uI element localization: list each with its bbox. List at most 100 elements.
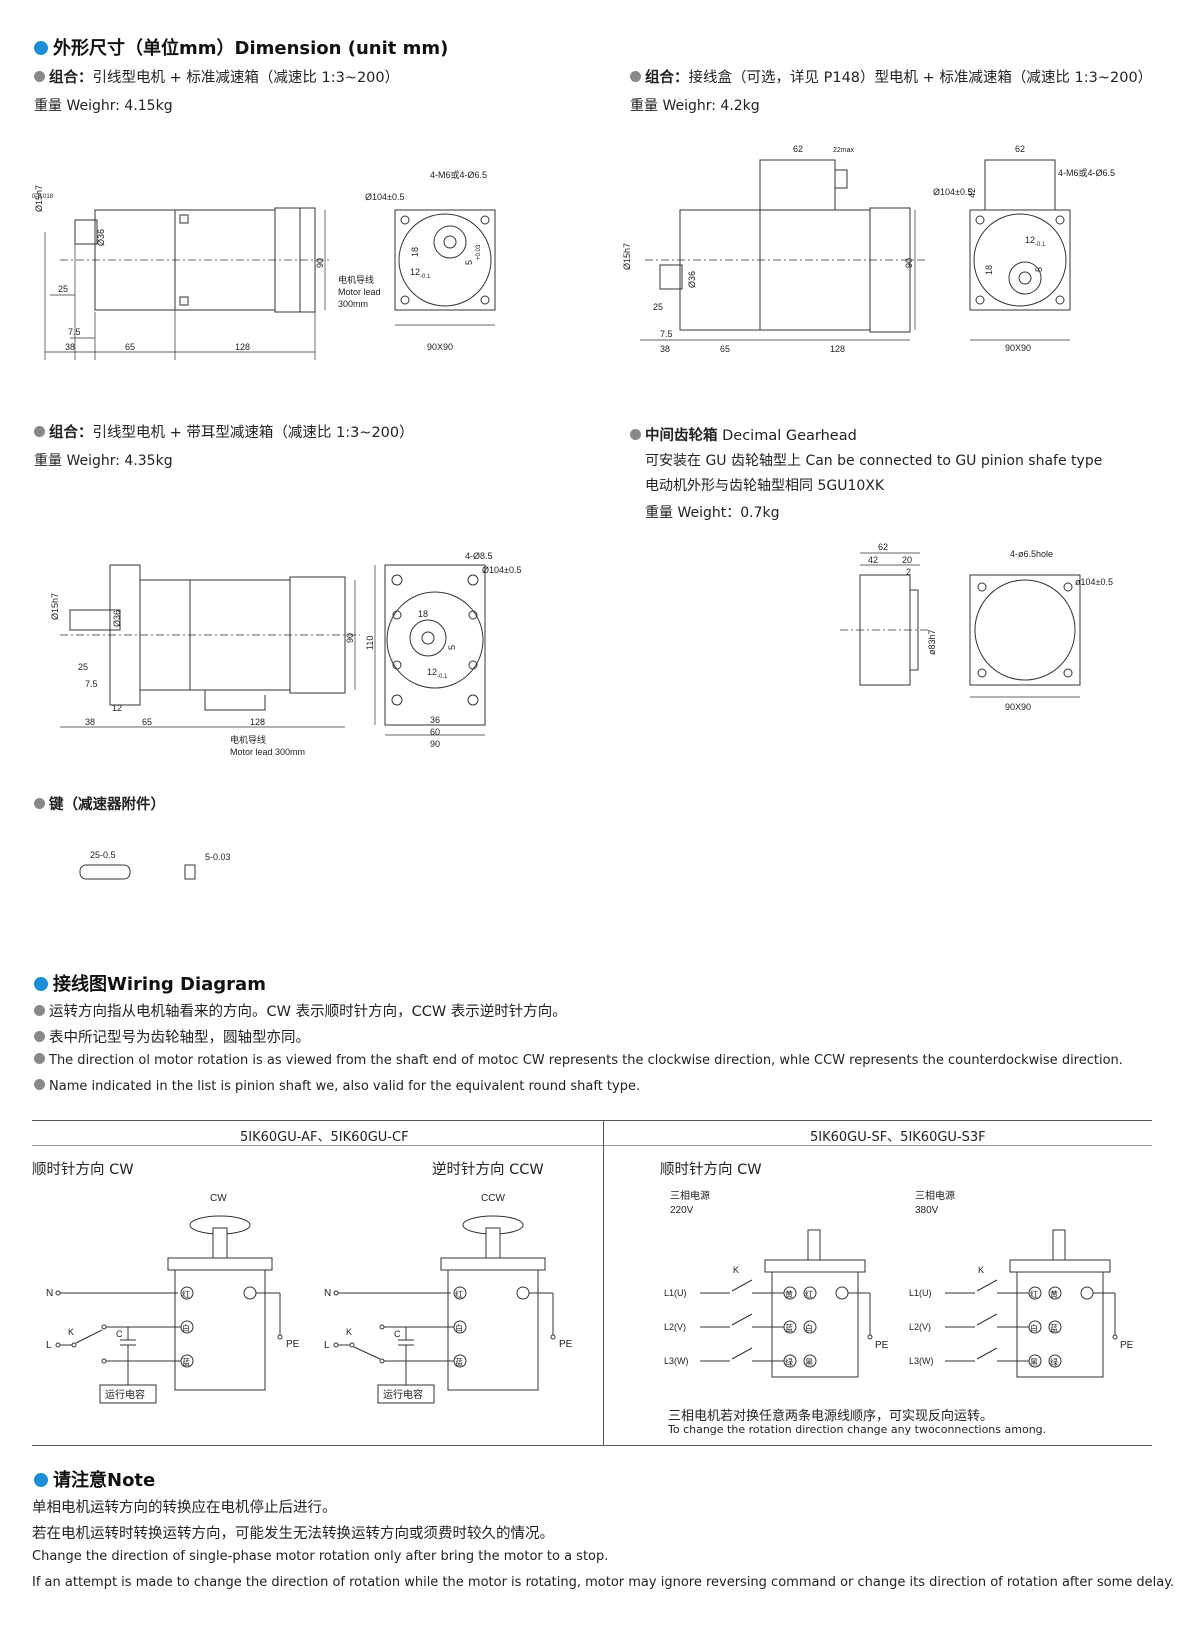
svg-text:Motor lead 300mm: Motor lead 300mm <box>230 747 305 757</box>
wiring-3ph-380: 三相电源 380V K L1(U) L2(V) L3(W) 红 黄 白 蓝 黑 … <box>909 1189 1134 1378</box>
combo2-title: 组合：接线盒（可选，详见 P148）型电机 + 标准减速箱（减速比 1:3~20… <box>630 66 1152 87</box>
key-end <box>184 864 196 880</box>
svg-text:65: 65 <box>125 342 135 352</box>
svg-text:90X90: 90X90 <box>1005 702 1031 712</box>
drawing-combo1: Ø15h7 0 -0.018 Ø36 25 7.5 38 65 128 90 电… <box>32 169 496 360</box>
bullet-icon <box>34 1053 45 1064</box>
svg-text:黄: 黄 <box>1050 1289 1058 1299</box>
gearhead-weight: 重量 Weight：0.7kg <box>645 505 780 521</box>
wiring-ccw-single: CCW N 红 白 蓝 PE L K C 运行电容 <box>324 1193 573 1404</box>
bullet-icon <box>34 41 48 55</box>
svg-text:-0.1: -0.1 <box>1035 242 1046 248</box>
note-line-1: 单相电机运转方向的转换应在电机停止后进行。 <box>32 1500 337 1516</box>
svg-text:-0.018: -0.018 <box>36 194 54 200</box>
svg-text:蓝: 蓝 <box>1050 1323 1058 1333</box>
svg-text:22max: 22max <box>833 147 855 154</box>
svg-text:三相电源: 三相电源 <box>915 1189 955 1202</box>
wiring-bullet-3: The direction ol motor rotation is as vi… <box>34 1053 1123 1068</box>
motor-box <box>771 1271 859 1378</box>
svg-text:12: 12 <box>410 267 420 277</box>
svg-text:4-M6或4-Ø6.5: 4-M6或4-Ø6.5 <box>430 169 487 180</box>
svg-text:220V: 220V <box>670 1205 694 1216</box>
motor-end <box>869 207 911 333</box>
table-bottom-rule <box>32 1445 1152 1446</box>
svg-text:Ø104±0.5: Ø104±0.5 <box>365 192 404 202</box>
dimension-heading: 外形尺寸（单位mm）Dimension (unit mm) <box>34 34 448 60</box>
svg-text:128: 128 <box>250 717 265 727</box>
svg-text:红: 红 <box>1030 1289 1038 1299</box>
svg-text:+0.03: +0.03 <box>476 244 482 260</box>
combo2-weight: 重量 Weighr: 4.2kg <box>630 98 760 114</box>
svg-text:5: 5 <box>1034 267 1044 272</box>
gearhead-line1: 可安装在 GU 齿轮轴型上 Can be connected to GU pin… <box>645 453 1103 469</box>
svg-text:ø83h7: ø83h7 <box>927 629 937 655</box>
wiring-bullet-4: Name indicated in the list is pinion sha… <box>34 1079 640 1094</box>
wiring-bullet-1: 运转方向指从电机轴看来的方向。CW 表示顺时针方向，CCW 表示逆时针方向。 <box>34 1000 567 1021</box>
combo1-weight: 重量 Weighr: 4.15kg <box>34 98 173 114</box>
svg-text:18: 18 <box>418 609 428 619</box>
svg-text:Motor lead: Motor lead <box>338 287 381 297</box>
svg-text:PE: PE <box>875 1340 889 1351</box>
svg-text:90: 90 <box>345 633 355 643</box>
svg-text:42: 42 <box>967 188 977 198</box>
svg-text:60: 60 <box>430 727 440 737</box>
shaft <box>74 219 98 245</box>
table-top-rule <box>32 1120 1152 1121</box>
svg-text:25: 25 <box>58 284 68 294</box>
svg-text:L2(V): L2(V) <box>664 1322 686 1332</box>
wiring-bullet-2: 表中所记型号为齿轮轴型，圆轴型亦同。 <box>34 1026 310 1047</box>
svg-text:42: 42 <box>868 555 878 565</box>
key-title: 键（减速器附件） <box>34 793 165 814</box>
svg-text:K: K <box>346 1327 352 1337</box>
svg-text:90: 90 <box>904 258 914 268</box>
label-d15h7: Ø15h7 <box>34 185 44 212</box>
svg-text:90: 90 <box>430 739 440 749</box>
bullet-icon <box>630 429 641 440</box>
table-col-divider <box>603 1120 604 1445</box>
svg-text:PE: PE <box>559 1339 573 1350</box>
svg-text:PE: PE <box>1120 1340 1134 1351</box>
svg-text:62: 62 <box>878 542 888 552</box>
svg-text:38: 38 <box>85 717 95 727</box>
wiring-3ph-220: 三相电源 220V K L1(U) L2(V) L3(W) 黄 红 蓝 白 绿 … <box>664 1189 889 1378</box>
svg-text:5: 5 <box>447 645 457 650</box>
three-phase-note-en: To change the rotation direction change … <box>668 1423 1047 1436</box>
svg-text:PE: PE <box>286 1339 300 1350</box>
cw-label: 顺时针方向 CW <box>32 1162 134 1178</box>
combo3-title: 组合：引线型电机 + 带耳型减速箱（减速比 1:3~200） <box>34 421 414 442</box>
front-flange <box>969 209 1071 311</box>
svg-text:黄: 黄 <box>785 1289 793 1299</box>
svg-text:红: 红 <box>805 1289 813 1299</box>
svg-text:25: 25 <box>653 302 663 312</box>
svg-text:白: 白 <box>182 1323 190 1333</box>
svg-text:380V: 380V <box>915 1205 939 1216</box>
svg-text:110: 110 <box>365 636 375 650</box>
bullet-icon <box>34 1079 45 1090</box>
svg-text:12: 12 <box>112 703 122 713</box>
svg-text:65: 65 <box>720 344 730 354</box>
svg-text:红: 红 <box>455 1289 463 1299</box>
svg-text:Ø104±0.5: Ø104±0.5 <box>482 565 521 575</box>
note-heading: 请注意Note <box>34 1466 155 1492</box>
svg-text:4-Ø8.5: 4-Ø8.5 <box>465 551 493 561</box>
svg-text:白: 白 <box>1030 1323 1038 1333</box>
svg-text:运行电容: 运行电容 <box>105 1388 145 1401</box>
svg-text:4-ø6.5hole: 4-ø6.5hole <box>1010 549 1053 559</box>
svg-text:62: 62 <box>1015 144 1025 154</box>
svg-text:Ø15h7: Ø15h7 <box>622 243 632 270</box>
drawing-combo2: Ø15h7 Ø36 25 7.5 38 65 128 62 22max 90 6… <box>622 144 1115 354</box>
svg-text:L3(W): L3(W) <box>664 1356 689 1366</box>
svg-text:300mm: 300mm <box>338 299 368 309</box>
svg-text:电机导线: 电机导线 <box>230 734 266 745</box>
svg-text:-0.1: -0.1 <box>437 674 448 680</box>
svg-text:红: 红 <box>182 1289 190 1299</box>
svg-text:90X90: 90X90 <box>427 342 453 352</box>
svg-text:K: K <box>978 1265 984 1275</box>
bullet-icon <box>34 798 45 809</box>
svg-text:4-M6或4-Ø6.5: 4-M6或4-Ø6.5 <box>1058 167 1115 178</box>
svg-text:C: C <box>116 1329 123 1339</box>
svg-text:7.5: 7.5 <box>85 679 98 689</box>
bullet-icon <box>34 1005 45 1016</box>
svg-text:C: C <box>394 1329 401 1339</box>
svg-text:CW: CW <box>210 1193 227 1204</box>
